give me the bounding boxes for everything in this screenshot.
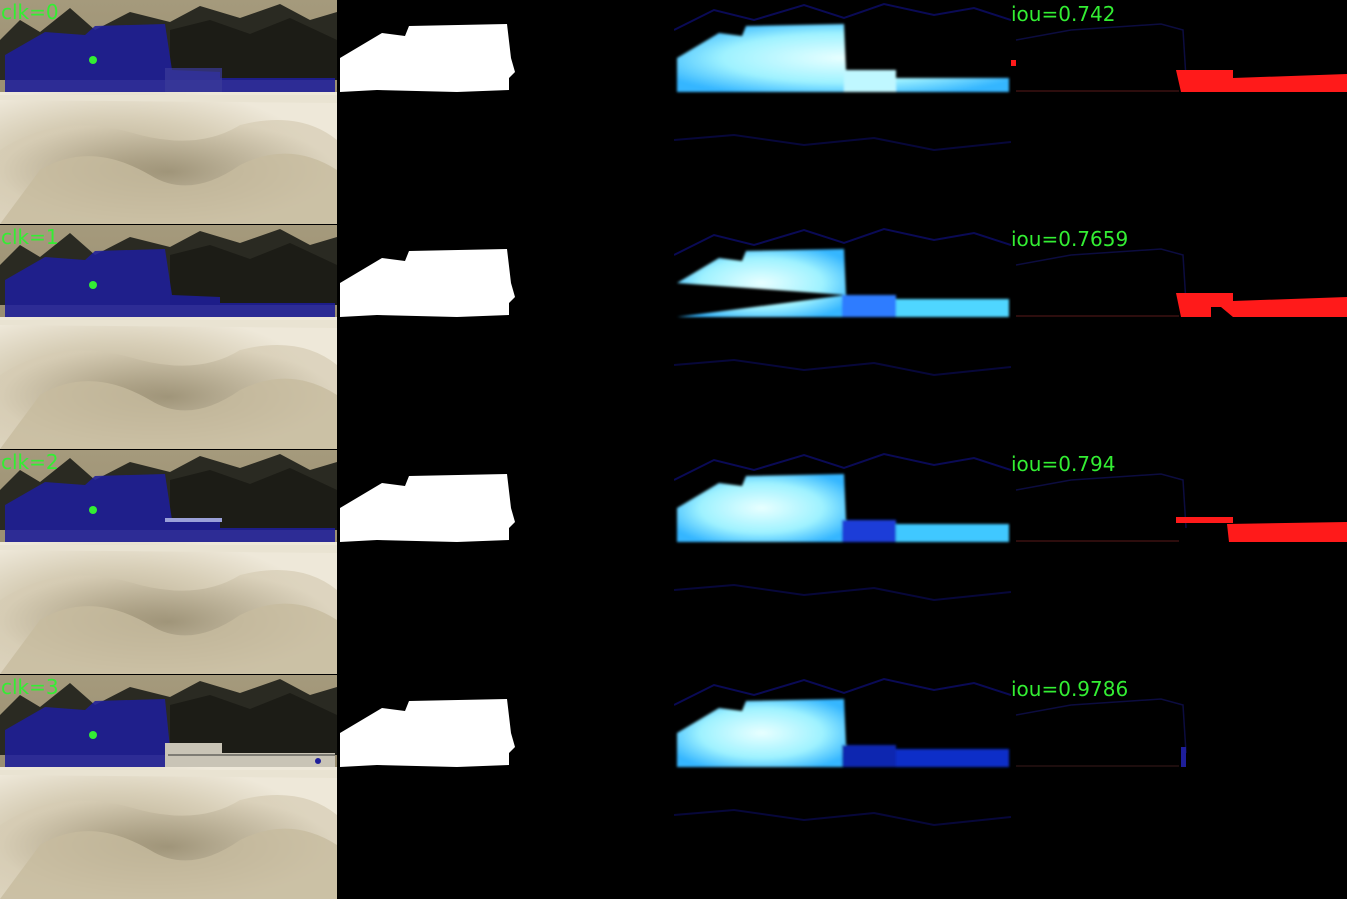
predicted-mask-panel [337,0,674,224]
error-map-panel: iou=0.794 [1011,450,1347,674]
probability-map-panel [674,225,1011,449]
predicted-mask-panel [337,450,674,674]
input-photo-panel: clk=3 [0,675,337,899]
click-count-label: clk=1 [1,225,59,249]
probability-heatmap [674,0,1011,224]
click-count-label: clk=2 [1,450,59,474]
error-map-panel: iou=0.9786 [1011,675,1347,899]
iou-score-label: iou=0.9786 [1011,677,1129,701]
probability-heatmap [674,675,1011,899]
probability-heatmap [674,225,1011,449]
iou-score-label: iou=0.7659 [1011,227,1129,251]
click-count-label: clk=3 [1,675,59,699]
predicted-mask-panel [337,675,674,899]
snow-house-photo [0,0,337,224]
error-overlay [1011,0,1347,224]
input-photo-panel: clk=0 [0,0,337,224]
result-row: clk=1 [0,225,1347,449]
result-row: clk=2 [0,450,1347,674]
binary-mask [337,0,674,224]
probability-heatmap [674,450,1011,674]
error-overlay [1011,450,1347,674]
snow-house-photo [0,225,337,449]
input-photo-panel: clk=1 [0,225,337,449]
binary-mask [337,225,674,449]
probability-map-panel [674,675,1011,899]
binary-mask [337,675,674,899]
result-row: clk=0 [0,0,1347,224]
snow-house-photo [0,450,337,674]
snow-house-photo [0,675,337,899]
iou-score-label: iou=0.794 [1011,452,1116,476]
iou-score-label: iou=0.742 [1011,2,1116,26]
click-count-label: clk=0 [1,0,59,24]
probability-map-panel [674,450,1011,674]
input-photo-panel: clk=2 [0,450,337,674]
binary-mask [337,450,674,674]
predicted-mask-panel [337,225,674,449]
error-map-panel: iou=0.7659 [1011,225,1347,449]
error-map-panel: iou=0.742 [1011,0,1347,224]
result-row: clk=3 [0,675,1347,899]
error-overlay [1011,225,1347,449]
probability-map-panel [674,0,1011,224]
error-overlay [1011,675,1347,899]
